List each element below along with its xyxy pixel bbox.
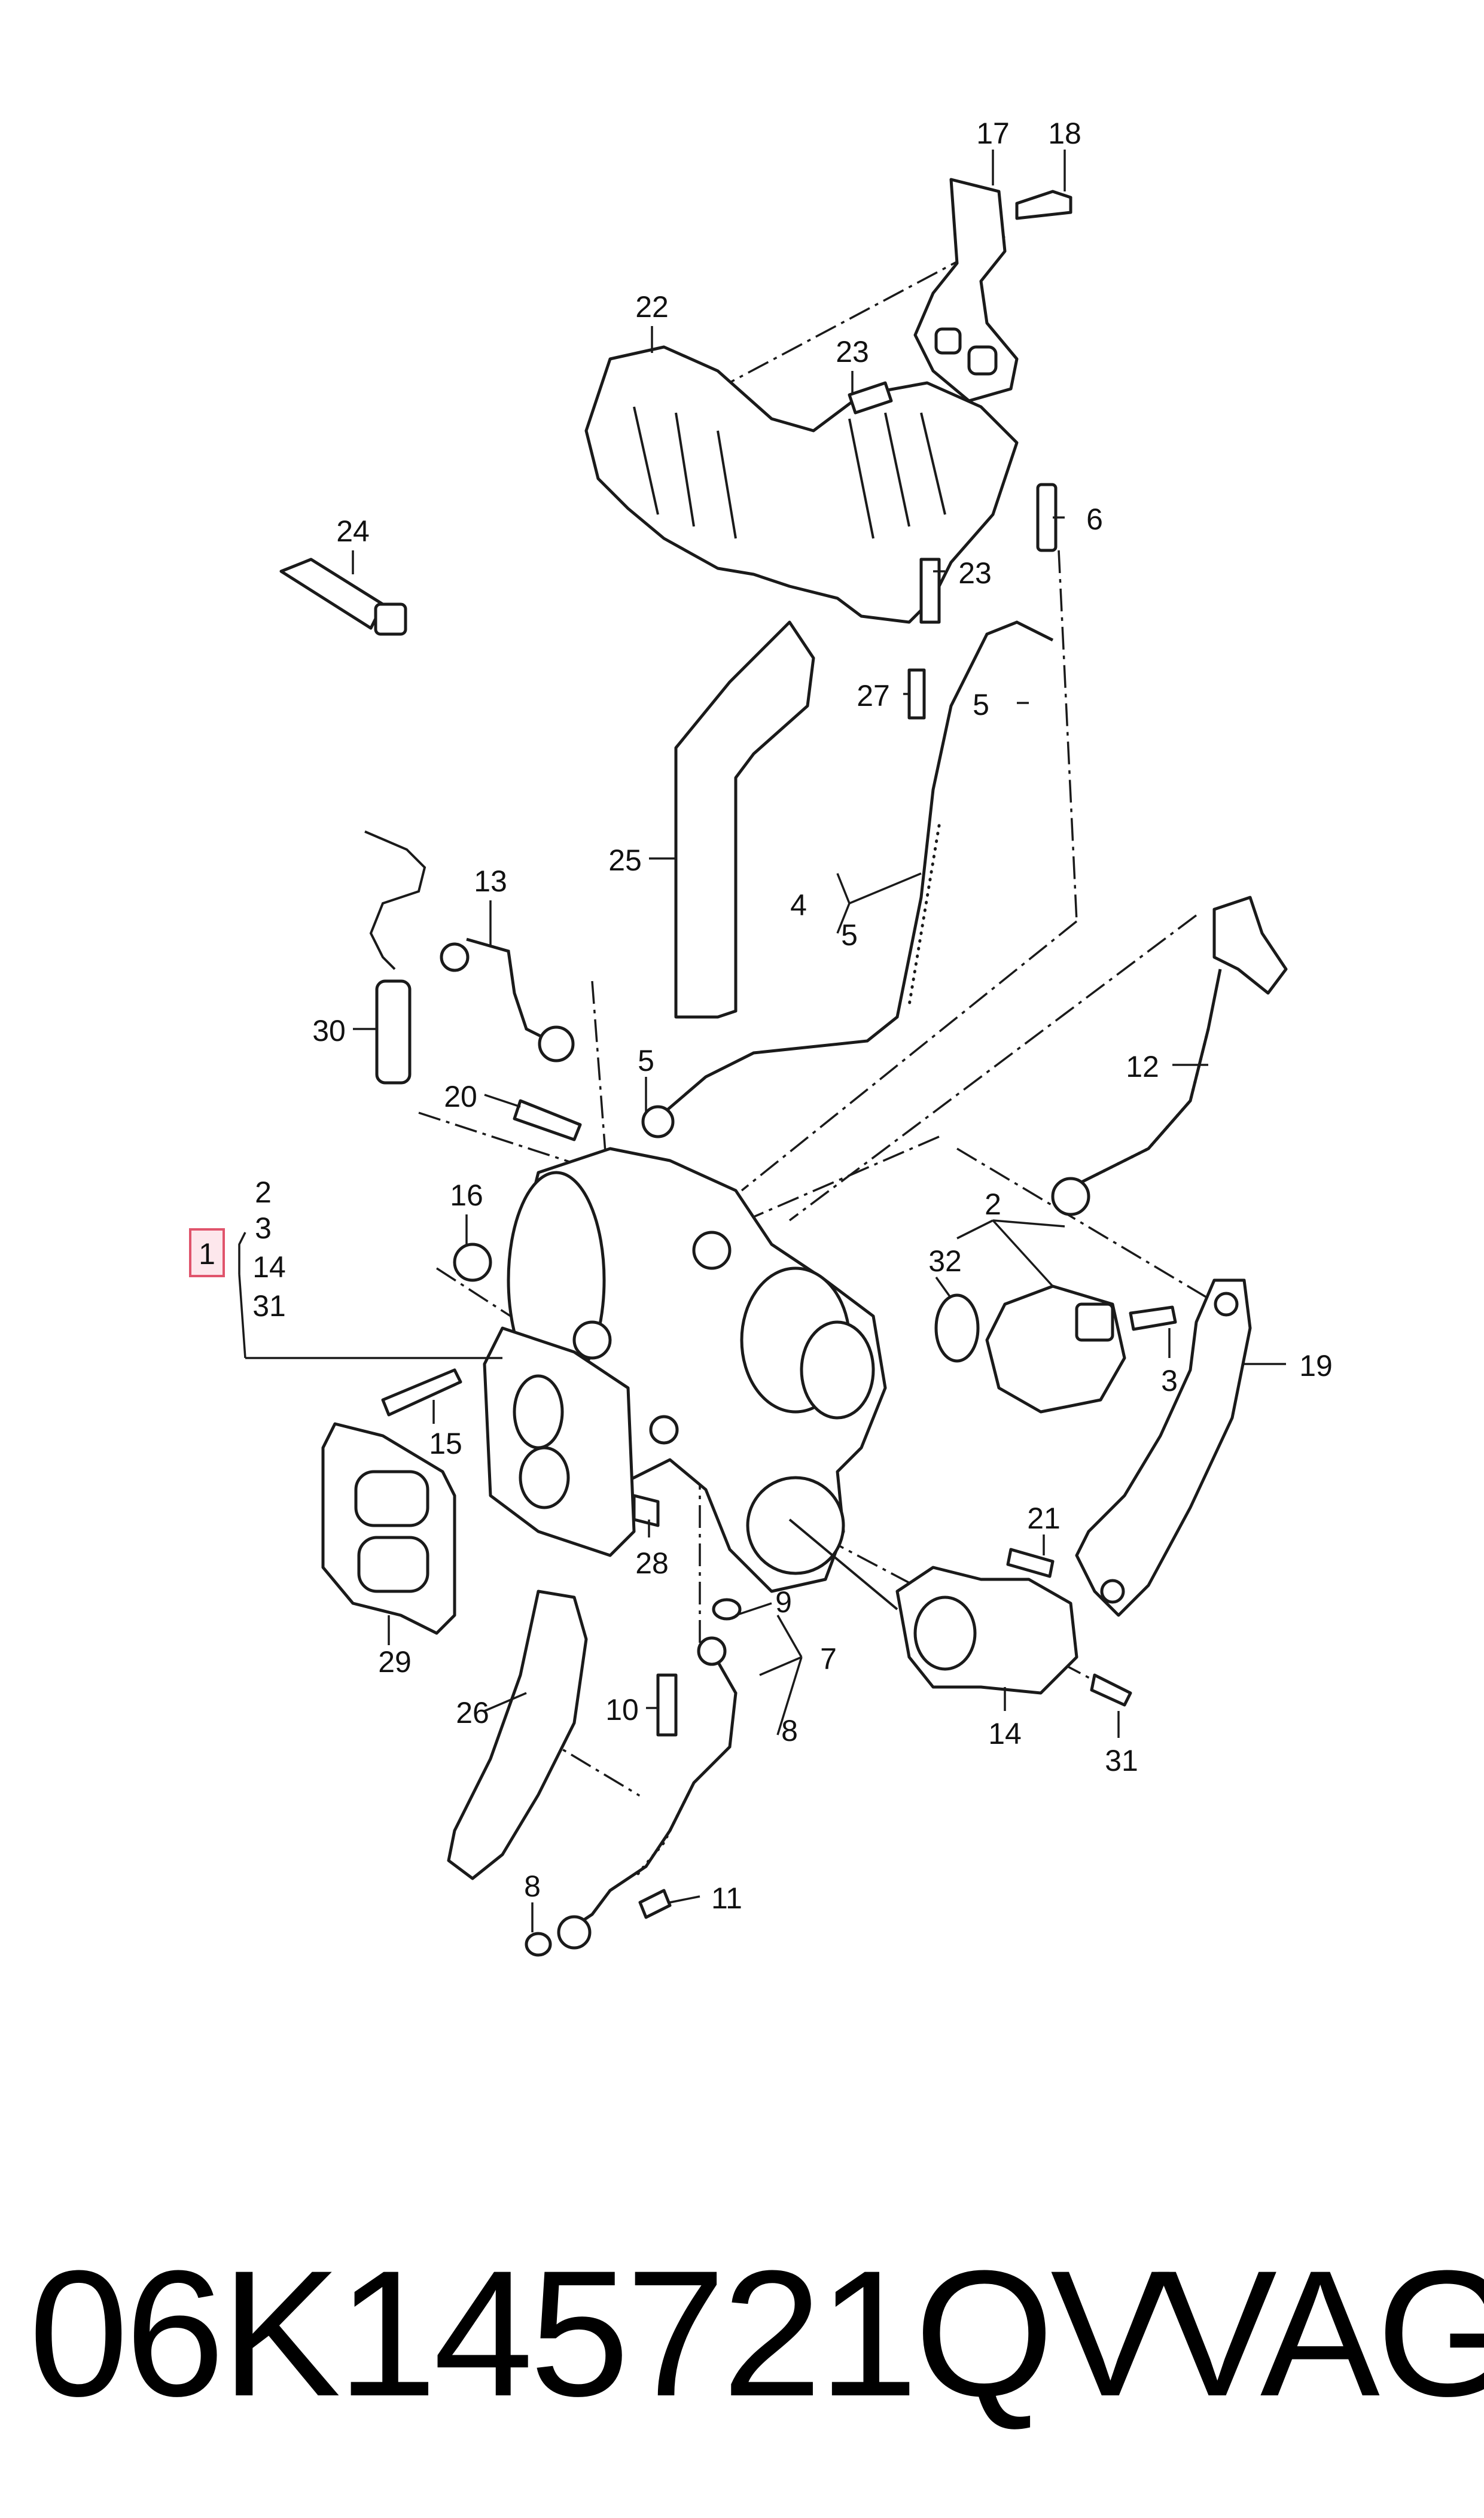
callout-19[interactable]: 19 <box>1299 1349 1333 1383</box>
part-14-boost-actuator <box>788 1518 1078 1695</box>
part-28-bolt <box>632 1494 660 1527</box>
part-27-bolt <box>907 668 926 720</box>
callout-7[interactable]: 7 <box>820 1642 837 1676</box>
part-20-stud <box>513 1099 582 1141</box>
turbocharger-body <box>507 1147 887 1593</box>
part-30-lambda-probe <box>364 830 426 1085</box>
callout-9[interactable]: 9 <box>775 1585 792 1619</box>
part-7-oil-return-line <box>557 1636 738 1950</box>
callout-1-highlight[interactable]: 1 <box>189 1228 225 1277</box>
callout-23-lower[interactable]: 23 <box>958 556 992 590</box>
callout-4[interactable]: 4 <box>790 888 807 922</box>
leader-lines <box>238 150 1286 1932</box>
callout-2[interactable]: 2 <box>985 1188 1001 1221</box>
callout-11[interactable]: 11 <box>711 1881 742 1915</box>
callout-2-group[interactable]: 2 <box>255 1176 272 1209</box>
callout-16[interactable]: 16 <box>450 1179 483 1212</box>
part-17-bracket <box>913 178 1019 403</box>
callout-3[interactable]: 3 <box>1161 1364 1178 1397</box>
callout-labels: 17 18 22 23 23 6 5 27 24 25 4 5 5 12 13 … <box>252 117 1333 1915</box>
callout-26[interactable]: 26 <box>456 1696 489 1730</box>
callout-1-label: 1 <box>199 1237 215 1271</box>
part-11-bolt <box>638 1889 672 1919</box>
part-13-vent-hose <box>440 937 575 1062</box>
part-24-sealant-tube <box>279 558 407 636</box>
part-23-bolt-upper <box>848 381 893 415</box>
part-18-bolt <box>1015 190 1072 220</box>
part-number: 06K145721QV <box>29 2233 1170 2434</box>
part-16-nut <box>453 1243 492 1282</box>
brand-label: VAG <box>1157 2233 1484 2434</box>
callout-3-group[interactable]: 3 <box>255 1211 272 1245</box>
part-2-wastegate-actuator <box>985 1284 1126 1414</box>
callout-8[interactable]: 8 <box>524 1870 541 1903</box>
callout-5-upper[interactable]: 5 <box>973 688 989 721</box>
part-21-bolt <box>1006 1548 1055 1578</box>
callout-28[interactable]: 28 <box>635 1546 669 1580</box>
callout-12[interactable]: 12 <box>1126 1050 1159 1083</box>
part-3-screw <box>1129 1305 1177 1331</box>
callout-10[interactable]: 10 <box>605 1693 639 1727</box>
callout-5-lower[interactable]: 5 <box>638 1044 654 1077</box>
part-22-heat-shield <box>584 345 1019 624</box>
turbocharger-exploded-diagram: 1 17 18 22 23 23 6 5 27 24 25 4 5 5 12 1… <box>189 117 1333 1957</box>
footer: 06K145721QV VAG <box>0 2208 1484 2459</box>
part-31-bolt <box>1090 1673 1132 1707</box>
callout-15[interactable]: 15 <box>429 1427 462 1460</box>
callout-24[interactable]: 24 <box>336 514 370 548</box>
part-29-gasket <box>321 1422 456 1635</box>
callout-25[interactable]: 25 <box>608 844 642 877</box>
part-26-heat-shield <box>447 1590 588 1880</box>
part-25-heat-plate <box>674 620 815 1019</box>
part-4-oil-supply-line <box>641 620 1054 1138</box>
callout-31-group[interactable]: 31 <box>252 1289 286 1323</box>
part-12-coolant-hose <box>1051 896 1288 1216</box>
callout-5-mid[interactable]: 5 <box>841 918 858 952</box>
callout-14[interactable]: 14 <box>988 1717 1022 1750</box>
part-32-o-ring <box>934 1293 980 1363</box>
callout-14-group[interactable]: 14 <box>252 1250 286 1284</box>
part-23-bolt-lower <box>919 558 941 624</box>
part-9-seal <box>712 1598 742 1621</box>
callout-27[interactable]: 27 <box>857 679 890 713</box>
callout-6[interactable]: 6 <box>1086 503 1103 536</box>
part-15-stud <box>381 1368 462 1417</box>
part-19-support-bracket <box>1075 1278 1252 1617</box>
callout-8-group[interactable]: 8 <box>781 1714 798 1747</box>
callout-17[interactable]: 17 <box>976 117 1010 150</box>
callout-18[interactable]: 18 <box>1048 117 1081 150</box>
callout-29[interactable]: 29 <box>378 1645 412 1679</box>
callout-30[interactable]: 30 <box>312 1014 346 1048</box>
callout-22[interactable]: 22 <box>635 290 669 324</box>
callout-32[interactable]: 32 <box>928 1244 962 1278</box>
callout-13[interactable]: 13 <box>474 864 507 898</box>
callout-21[interactable]: 21 <box>1027 1502 1061 1535</box>
callout-23-upper[interactable]: 23 <box>836 335 869 369</box>
callout-20[interactable]: 20 <box>444 1080 477 1113</box>
part-8-seal <box>525 1932 552 1957</box>
callout-31[interactable]: 31 <box>1105 1744 1138 1777</box>
part-10-bolt <box>656 1673 678 1737</box>
turbine-inlet-flange <box>483 1326 636 1557</box>
